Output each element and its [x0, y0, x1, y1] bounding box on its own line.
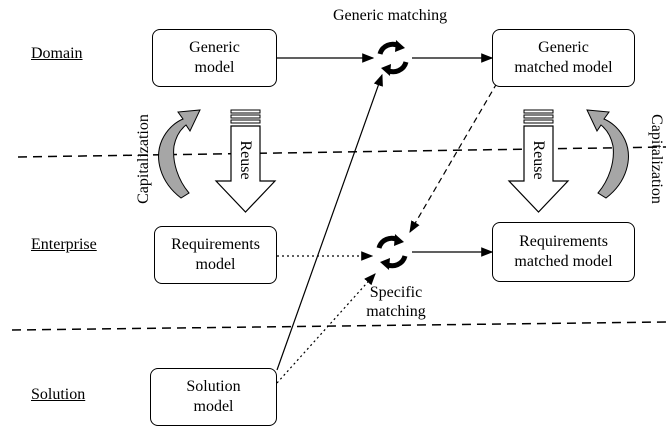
separator-enterprise-solution	[11, 321, 666, 331]
arrow-solution-to-generic-matching	[276, 73, 383, 371]
requirements-matched-model-line2: matched model	[514, 253, 613, 270]
requirements-model-line1: Requirements	[171, 236, 260, 253]
generic-model-box: Generic model	[152, 29, 277, 87]
separator-domain-enterprise	[17, 146, 666, 158]
level-label-solution: Solution	[31, 386, 86, 403]
requirements-matched-model-line1: Requirements	[519, 233, 608, 250]
generic-model-line2: model	[194, 59, 235, 76]
generic-matched-model-line1: Generic	[538, 39, 589, 56]
solution-model-box: Solution model	[150, 368, 277, 426]
requirements-model-line2: model	[195, 256, 236, 273]
reuse-arrow-right-icon	[507, 109, 570, 213]
arrow-generic-matched-to-specific-matching	[409, 82, 498, 234]
solution-model-line1: Solution	[186, 378, 241, 395]
specific-matching-label-line2: matching	[366, 303, 426, 320]
reuse-arrow-left-icon	[214, 109, 277, 213]
specific-matching-label-line1: Specific	[369, 284, 423, 301]
generic-matched-model-line2: matched model	[514, 59, 613, 76]
capitalization-label-right: Capitalization	[648, 114, 665, 204]
reuse-label-left: Reuse	[237, 140, 254, 180]
capitalization-arrow-right-icon	[586, 109, 629, 199]
specific-matching-label: Specific matching	[366, 283, 426, 321]
requirements-model-box: Requirements model	[154, 226, 277, 284]
generic-model-line1: Generic	[189, 39, 240, 56]
level-label-domain: Domain	[31, 45, 83, 62]
generic-matching-label: Generic matching	[333, 7, 448, 24]
solution-model-line2: model	[193, 398, 234, 415]
requirements-matched-model-box: Requirements matched model	[492, 222, 635, 282]
generic-matched-model-box: Generic matched model	[492, 29, 635, 87]
capitalization-label-left: Capitalization	[135, 114, 152, 204]
level-label-enterprise: Enterprise	[31, 236, 97, 253]
generic-matching-cycle-icon	[377, 40, 409, 76]
specific-matching-cycle-icon	[376, 234, 408, 270]
reuse-label-right: Reuse	[530, 140, 547, 180]
capitalization-arrow-left-icon	[158, 109, 201, 199]
